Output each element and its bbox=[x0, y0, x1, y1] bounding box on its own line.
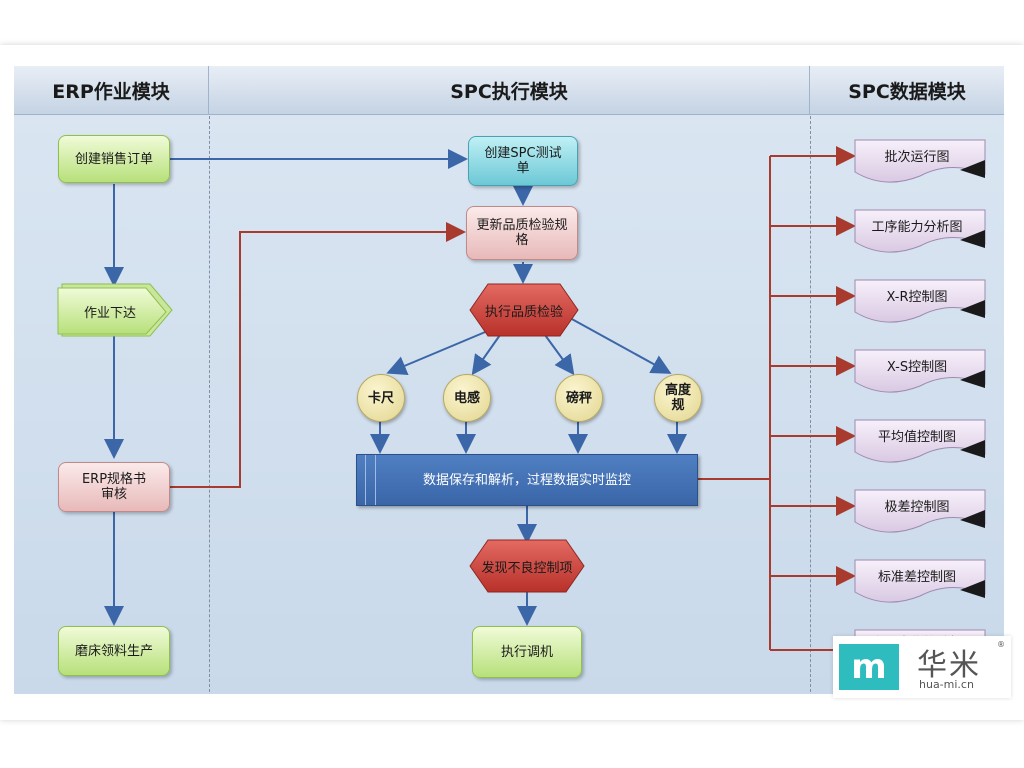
chart-mean-control[interactable]: 平均值控制图 bbox=[877, 429, 956, 445]
grinder-production-step[interactable]: 磨床领料生产 bbox=[58, 626, 170, 676]
lane-header-erp: ERP作业模块 bbox=[14, 66, 209, 115]
hua-mi-logo: m 华米 ® hua-mi.cn bbox=[833, 636, 1011, 698]
connector-arrow bbox=[569, 317, 672, 374]
find-defect-label: 发现不良控制项 bbox=[481, 560, 573, 576]
tool-inductance[interactable]: 电感 bbox=[443, 374, 491, 422]
chart-stddev-control[interactable]: 标准差控制图 bbox=[877, 569, 956, 585]
execute-inspection-step[interactable]: 执行品质检验 bbox=[470, 284, 578, 336]
find-defect-step[interactable]: 发现不良控制项 bbox=[470, 540, 584, 592]
bar-divider bbox=[375, 455, 376, 505]
find-defect-shape bbox=[469, 539, 585, 593]
create-sales-order-step[interactable]: 创建销售订单 bbox=[58, 135, 170, 183]
dispatch-label: 作业下达 bbox=[83, 305, 136, 321]
update-spec-step[interactable]: 更新品质检验规 格 bbox=[466, 206, 578, 260]
spec-review-label-line1: ERP规格书 bbox=[81, 472, 147, 487]
data-save-monitor-label: 数据保存和解析，过程数据实时监控 bbox=[422, 472, 631, 488]
lane-header-spc-exec: SPC执行模块 bbox=[209, 66, 810, 115]
spec-review-step[interactable]: ERP规格书 审核 bbox=[58, 462, 170, 512]
tool-height-gauge[interactable]: 高度 规 bbox=[654, 374, 702, 422]
data-save-monitor-step[interactable]: 数据保存和解析，过程数据实时监控 bbox=[356, 454, 698, 506]
execute-adjust-label: 执行调机 bbox=[500, 644, 553, 660]
logo-en: hua-mi.cn bbox=[919, 678, 974, 691]
logo-reg: ® bbox=[997, 640, 1005, 649]
update-spec-label-line2: 格 bbox=[515, 233, 529, 248]
chart-xr-control[interactable]: X-R控制图 bbox=[886, 289, 948, 305]
grinder-production-label: 磨床领料生产 bbox=[74, 643, 153, 659]
create-spc-test-label-line1: 创建SPC测试 bbox=[484, 146, 562, 161]
spec-review-label-line2: 审核 bbox=[100, 487, 127, 502]
chart-batch-run[interactable]: 批次运行图 bbox=[884, 149, 950, 165]
create-sales-order-label: 创建销售订单 bbox=[74, 151, 153, 167]
connector-arrow bbox=[386, 329, 491, 376]
chart-process-capability[interactable]: 工序能力分析图 bbox=[871, 219, 963, 235]
dispatch-step[interactable]: 作业下达 bbox=[58, 288, 162, 334]
connector-arrow bbox=[471, 334, 501, 376]
logo-mark: m bbox=[839, 644, 899, 690]
create-spc-test-step[interactable]: 创建SPC测试 单 bbox=[468, 136, 578, 186]
lane-divider bbox=[810, 116, 811, 692]
chart-range-control[interactable]: 极差控制图 bbox=[884, 499, 950, 515]
logo-cn: 华米 bbox=[917, 648, 981, 683]
execute-inspection-label: 执行品质检验 bbox=[484, 304, 563, 320]
lane-header-spc-data: SPC数据模块 bbox=[810, 66, 1004, 115]
execute-inspection-shape bbox=[469, 283, 579, 337]
tool-scale[interactable]: 磅秤 bbox=[555, 374, 603, 422]
execute-adjust-step[interactable]: 执行调机 bbox=[472, 626, 582, 678]
connector-arrow bbox=[170, 222, 466, 488]
create-spc-test-label-line2: 单 bbox=[516, 161, 530, 176]
chart-xs-control[interactable]: X-S控制图 bbox=[886, 359, 948, 375]
update-spec-label-line1: 更新品质检验规 bbox=[476, 218, 568, 233]
lane-divider bbox=[209, 116, 210, 692]
bar-divider bbox=[365, 455, 366, 505]
tool-caliper[interactable]: 卡尺 bbox=[357, 374, 405, 422]
connector-arrow bbox=[544, 334, 575, 376]
